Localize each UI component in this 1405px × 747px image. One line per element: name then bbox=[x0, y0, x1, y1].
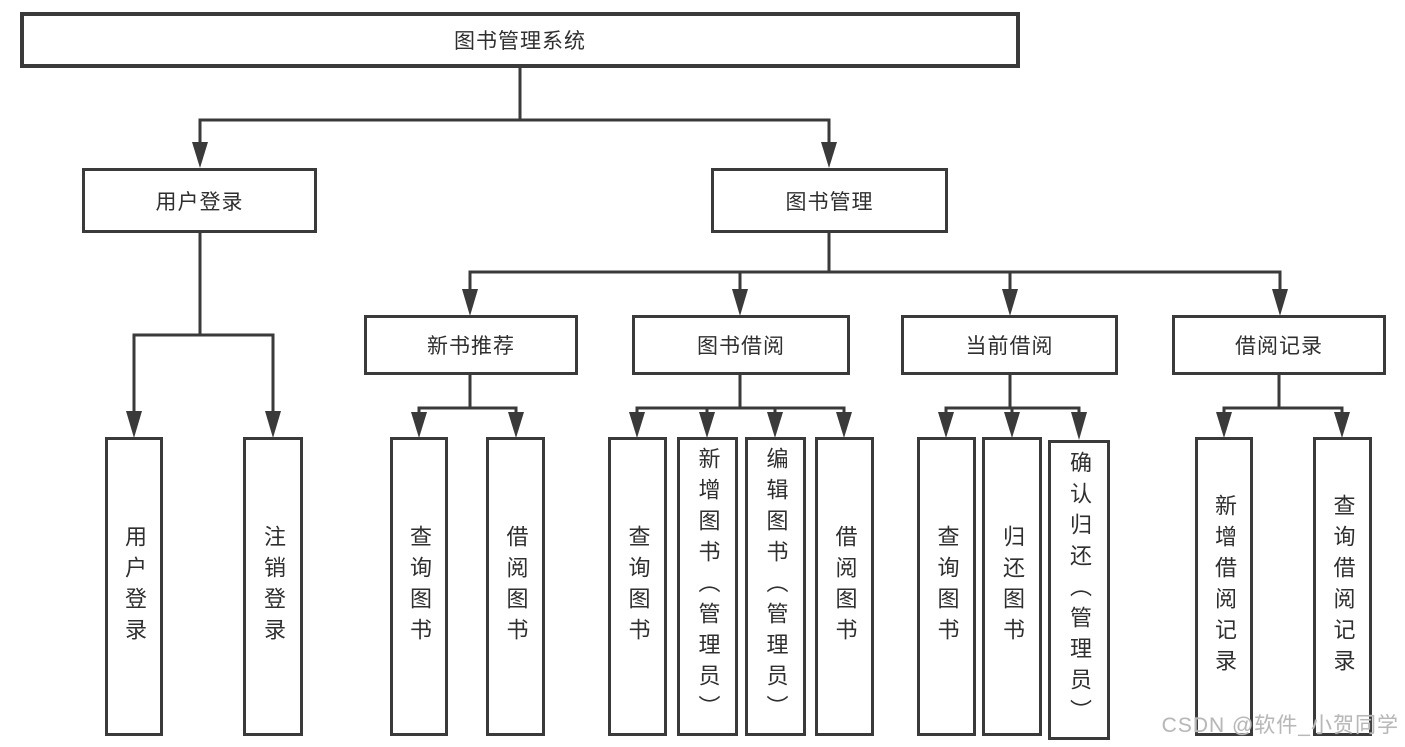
leaf-confirm-return-admin: 确认归还（管理员） bbox=[1048, 440, 1110, 740]
node-book-borrowing: 图书借阅 bbox=[632, 315, 850, 375]
node-user-login: 用户登录 bbox=[82, 168, 317, 233]
leaf-query-books-borrow: 查询图书 bbox=[608, 437, 667, 736]
leaf-borrow-books: 借阅图书 bbox=[815, 437, 874, 736]
node-borrowing-records: 借阅记录 bbox=[1172, 315, 1386, 375]
leaf-edit-books-admin: 编辑图书（管理员） bbox=[745, 437, 806, 736]
leaf-logout: 注销登录 bbox=[243, 437, 303, 736]
leaf-borrow-books-recommend: 借阅图书 bbox=[486, 437, 545, 736]
leaf-add-books-admin: 新增图书（管理员） bbox=[677, 437, 738, 736]
leaf-return-books: 归还图书 bbox=[982, 437, 1042, 736]
leaf-query-books-current: 查询图书 bbox=[917, 437, 976, 736]
node-library-management-system: 图书管理系统 bbox=[20, 12, 1020, 68]
leaf-user-login: 用户登录 bbox=[105, 437, 163, 736]
leaf-query-borrow-record: 查询借阅记录 bbox=[1313, 437, 1372, 736]
node-current-borrowing: 当前借阅 bbox=[901, 315, 1118, 375]
leaf-add-borrow-record: 新增借阅记录 bbox=[1195, 437, 1253, 736]
node-new-book-recommendation: 新书推荐 bbox=[364, 315, 578, 375]
leaf-query-books-recommend: 查询图书 bbox=[390, 437, 448, 736]
csdn-watermark: CSDN @软件_小贺同学 bbox=[1161, 714, 1399, 737]
node-book-management: 图书管理 bbox=[711, 168, 948, 233]
